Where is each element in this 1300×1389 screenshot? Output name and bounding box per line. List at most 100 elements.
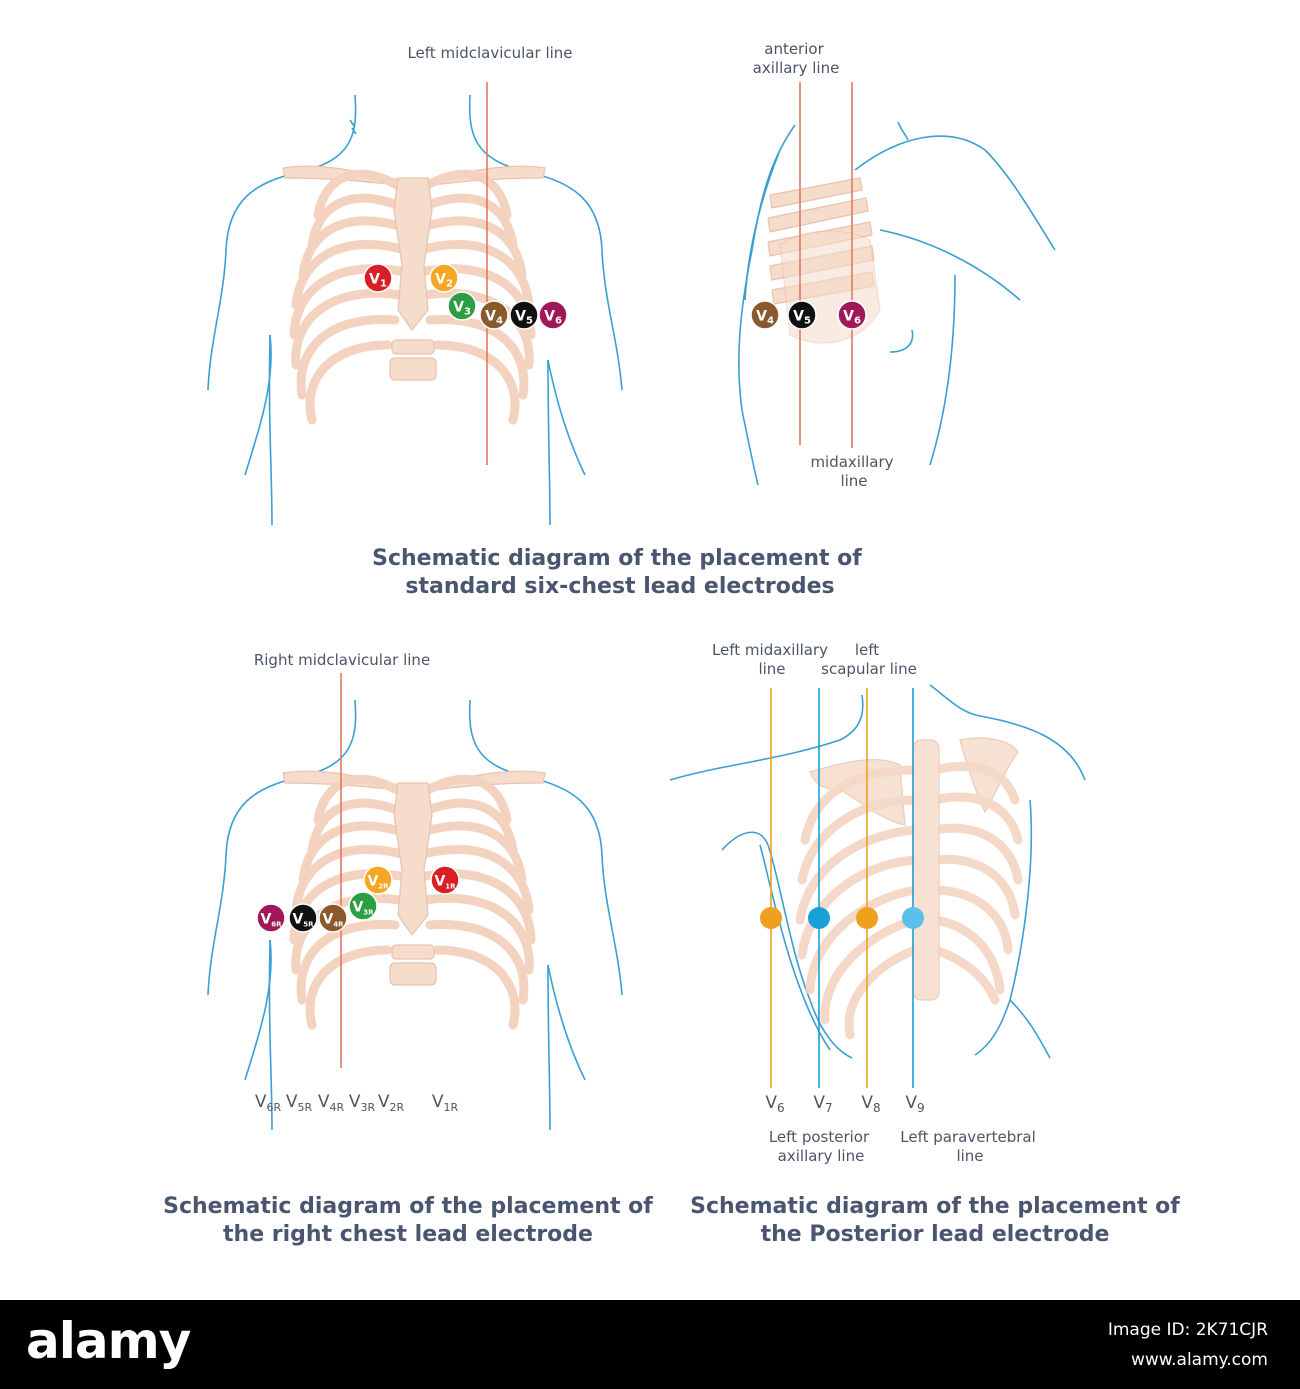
- svg-text:V4R: V4R: [322, 911, 344, 928]
- electrode-subscript: 2R: [378, 882, 389, 890]
- electrode-subscript: 4: [767, 315, 774, 326]
- svg-text:V3: V3: [453, 299, 471, 317]
- electrode-subscript: 5: [804, 315, 811, 326]
- electrode-v2r: V2R: [363, 865, 393, 895]
- electrode-subscript: 6: [555, 315, 562, 326]
- electrode-letter: V: [435, 271, 446, 287]
- svg-text:V6R: V6R: [260, 911, 282, 928]
- panel-lateral: anterior axillary line midaxillary line …: [738, 40, 1056, 490]
- svg-text:V5R: V5R: [292, 911, 314, 928]
- arm-bottom: [879, 229, 1021, 301]
- site-url: www.alamy.com: [1130, 1350, 1268, 1370]
- back-skeleton: [795, 737, 1023, 1040]
- back-left-arm: [759, 844, 831, 1051]
- electrode-v6-dot: [760, 907, 782, 929]
- electrode-letter: V: [352, 899, 363, 915]
- svg-text:V5: V5: [793, 308, 811, 326]
- panel4-caption-line1: Schematic diagram of the placement of: [690, 1194, 1180, 1219]
- back-shoulder-right: [929, 684, 1086, 781]
- electrode-v3r: V3R: [348, 891, 378, 921]
- midaxillary-label-1: midaxillary: [810, 453, 893, 471]
- electrode-v6r: V6R: [256, 903, 286, 933]
- electrode-v5r: V5R: [288, 903, 318, 933]
- ribcage3: [289, 774, 536, 1030]
- svg-text:V1R: V1R: [434, 873, 456, 890]
- ribcage: [289, 169, 536, 425]
- panel1-caption-line2: standard six-chest lead electrodes: [405, 574, 834, 599]
- alamy-logo: alamy: [26, 1312, 191, 1370]
- image-id: Image ID: 2K71CJR: [1107, 1320, 1268, 1340]
- electrode-subscript: 5: [526, 315, 533, 326]
- electrode-subscript: 5R: [303, 920, 314, 928]
- nipple-line: [889, 329, 914, 353]
- body3-outline-right: [468, 699, 623, 1081]
- arm-top: [854, 135, 1056, 251]
- electrode-subscript: 2: [446, 278, 453, 289]
- arm-mark: [897, 121, 909, 141]
- electrode-v4r: V4R: [318, 903, 348, 933]
- electrode-subscript: 4R: [333, 920, 344, 928]
- electrode-v4: V4: [479, 300, 509, 330]
- panel3-caption-line1: Schematic diagram of the placement of: [163, 1194, 653, 1219]
- electrode-subscript: 3R: [363, 908, 374, 916]
- electrode-letter: V: [434, 873, 445, 889]
- svg-text:V6: V6: [544, 308, 562, 326]
- svg-text:V4: V4: [485, 308, 503, 326]
- electrode-v6: V6: [538, 300, 568, 330]
- electrode-v5: V5: [787, 300, 817, 330]
- electrode-v5: V5: [509, 300, 539, 330]
- electrode-letter: V: [756, 308, 767, 324]
- left-posterior-axillary-label-2: axillary line: [778, 1147, 865, 1165]
- back-shoulder-left: [669, 694, 864, 781]
- svg-text:V6: V6: [843, 308, 861, 326]
- lateral-body-front: [738, 124, 796, 486]
- vertebra: [389, 357, 437, 381]
- lateral-body-back: [929, 274, 956, 466]
- electrode-letter: V: [485, 308, 496, 324]
- electrode-v6: V6: [837, 300, 867, 330]
- electrode-subscript: 1: [380, 278, 387, 289]
- electrode-v1r: V1R: [430, 865, 460, 895]
- electrode-v2: V2: [429, 263, 459, 293]
- left-scapular-label-1: left: [855, 641, 879, 659]
- electrode-subscript: 6R: [271, 920, 282, 928]
- lead-label-v6r: V6R: [255, 1092, 282, 1114]
- left-midaxillary-label-1: Left midaxillary: [712, 641, 828, 659]
- neck-marks: [349, 119, 357, 135]
- lead-label-v1r: V1R: [432, 1092, 459, 1114]
- electrode-letter: V: [793, 308, 804, 324]
- left-scapular-label-2: scapular line: [821, 660, 917, 678]
- electrode-v4: V4: [750, 300, 780, 330]
- midaxillary-label-2: line: [840, 472, 867, 490]
- svg-text:V2R: V2R: [367, 873, 389, 890]
- lead-label-v8: V8: [861, 1093, 880, 1115]
- electrode-v9-dot: [902, 907, 924, 929]
- electrode-letter: V: [843, 308, 854, 324]
- panel-posterior: Left midaxillary line left scapular line…: [669, 641, 1180, 1247]
- lead-label-v6: V6: [765, 1093, 784, 1115]
- electrode-letter: V: [369, 271, 380, 287]
- electrode-letter: V: [367, 873, 378, 889]
- sternum: [393, 177, 433, 332]
- lead-label-v9: V9: [905, 1093, 924, 1115]
- lateral-body-inner: [744, 149, 781, 301]
- lead-label-v7: V7: [813, 1093, 832, 1115]
- panel1-caption-line1: Schematic diagram of the placement of: [372, 546, 862, 571]
- electrode-subscript: 6: [854, 315, 861, 326]
- body-outline-left: [207, 94, 357, 476]
- left-midaxillary-label-2: line: [758, 660, 785, 678]
- left-midclavicular-label: Left midclavicular line: [407, 44, 572, 62]
- electrode-letter: V: [544, 308, 555, 324]
- electrode-subscript: 3: [464, 306, 471, 317]
- anterior-axillary-label-2: axillary line: [753, 59, 840, 77]
- svg-text:V1: V1: [369, 271, 387, 289]
- back-left-side: [721, 831, 853, 1059]
- electrode-letter: V: [260, 911, 271, 927]
- vertebra: [391, 339, 435, 355]
